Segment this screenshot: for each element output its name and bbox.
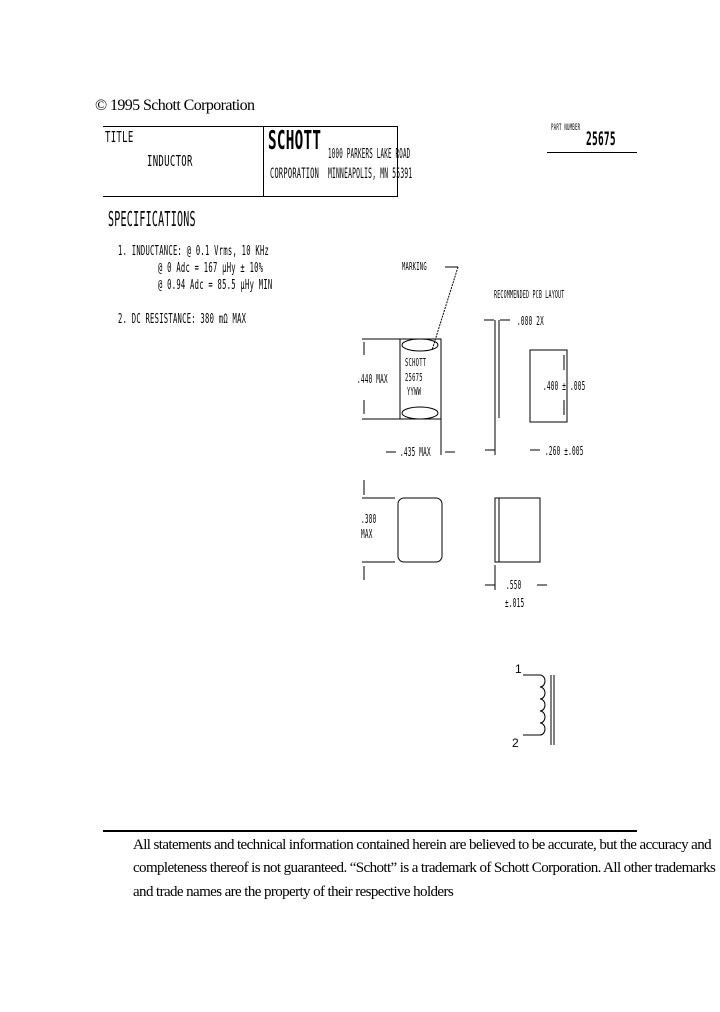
top-view-terminal-bottom [401, 406, 439, 420]
title-label: TITLE [105, 128, 134, 146]
spec-dc-resistance: 2. DC RESISTANCE: 380 mΩ MAX [118, 312, 247, 327]
title-value: INDUCTOR [147, 152, 193, 170]
top-view-terminal-top [401, 338, 439, 352]
specs-heading: SPECIFICATIONS [108, 207, 196, 231]
pin-2-label: 2 [512, 736, 519, 750]
depth-dimension: .380 [361, 512, 377, 526]
company-sub: CORPORATION [270, 166, 320, 182]
body-mark-1: SCHOTT [405, 356, 427, 369]
side-dimension: .550 [506, 578, 522, 592]
height-dimension: .440 MAX [357, 372, 388, 386]
side-view-body [494, 497, 541, 563]
title-block-divider [263, 126, 264, 197]
marking-label: MARKING [402, 260, 427, 273]
pad-spacing-dimension: .260 ±.005 [545, 444, 584, 458]
disclaimer-line1: All statements and technical information… [133, 837, 712, 853]
spec-inductance: 1. INDUCTANCE: @ 0.1 Vrms, 10 KHz [118, 244, 270, 259]
pin-1-label: 1 [515, 662, 522, 676]
front-view-body [397, 497, 443, 563]
part-number-underline [547, 152, 637, 153]
width-dimension: .435 MAX [400, 445, 431, 459]
part-number-label: PART NUMBER [551, 123, 581, 133]
pad-width-dimension: .080 2X [517, 314, 545, 328]
address-line1: 1000 PARKERS LAKE ROAD [328, 147, 411, 162]
pcb-pad [529, 349, 568, 423]
pcb-layout-title: RECOMMENDED PCB LAYOUT [494, 288, 565, 301]
copyright: © 1995 Schott Corporation [95, 97, 255, 114]
part-number: 25675 [586, 128, 616, 150]
body-mark-2: 25675 [405, 371, 423, 384]
footer-divider [103, 830, 637, 832]
inductor-coil-symbol [523, 674, 546, 736]
title-block-bottom-border [103, 196, 398, 197]
title-block-right-border [397, 126, 398, 197]
disclaimer-line2: completeness thereof is not guaranteed. … [133, 860, 716, 876]
company-logo: SCHOTT [268, 126, 322, 156]
side-tolerance: ±.015 [505, 596, 525, 610]
spec-inductance-0a: @ 0 Adc = 167 µHy ± 10% [158, 261, 264, 276]
spec-inductance-rated: @ 0.94 Adc = 85.5 µHy MIN [158, 278, 273, 293]
title-block-top-border [103, 126, 398, 127]
depth-max: MAX [361, 527, 373, 541]
body-mark-3: YYWW [407, 385, 422, 398]
pad-length-dimension: .400 ± .005 [543, 379, 586, 393]
disclaimer-line3: and trade names are the property of thei… [133, 884, 454, 900]
address-line2: MINNEAPOLIS, MN 55391 [328, 166, 413, 182]
